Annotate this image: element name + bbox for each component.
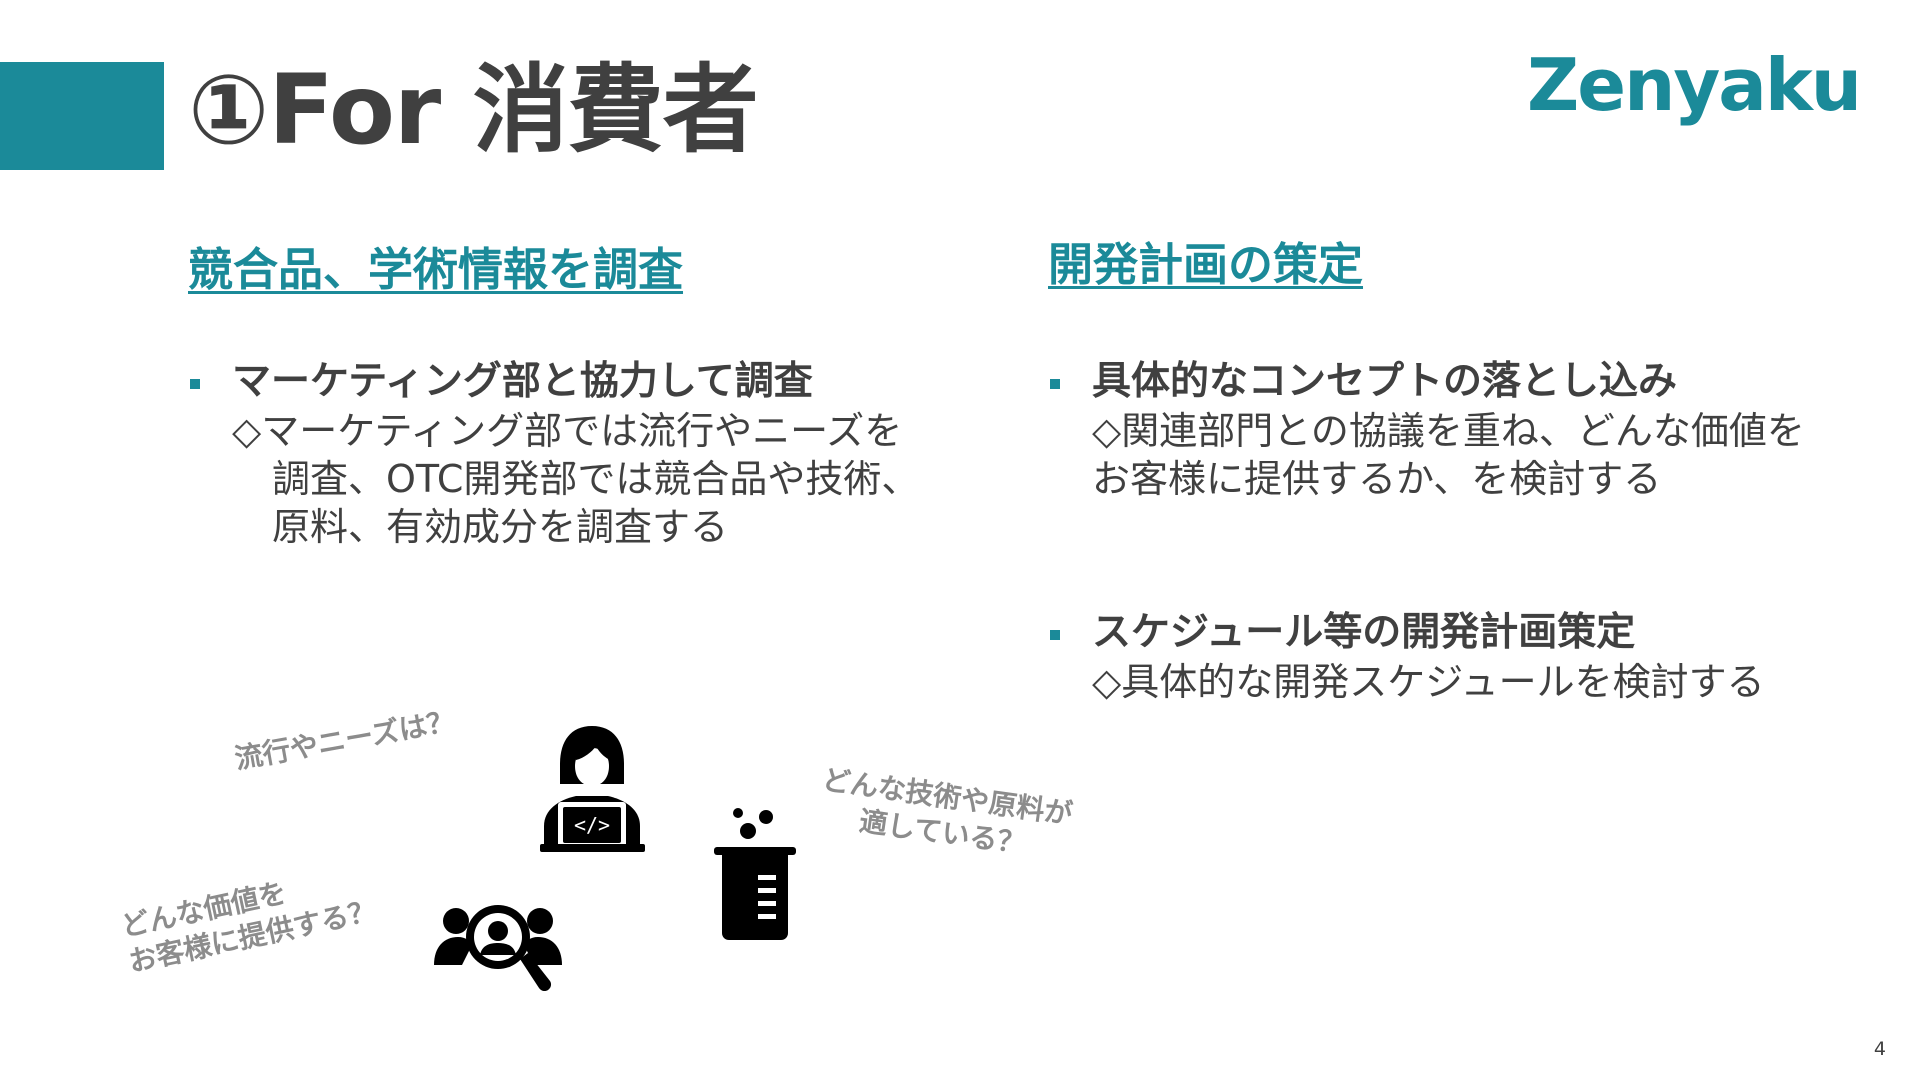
lab-beaker-icon (714, 808, 796, 940)
svg-text:</>: </> (574, 813, 610, 837)
left-heading: 競合品、学術情報を調査 (188, 243, 684, 296)
title-accent-bar (0, 62, 164, 170)
caption-trends: 流行やニーズは？ (232, 704, 458, 776)
caption-value: どんな価値を お客様に提供する？ (118, 858, 379, 981)
page-number: 4 (1873, 1038, 1886, 1060)
company-logo: Zenyaku (1527, 43, 1862, 127)
bullet-title: スケジュール等の開発計画策定 (1092, 610, 1636, 655)
right-heading: 開発計画の策定 (1048, 238, 1364, 291)
bullet-title: 具体的なコンセプトの落とし込み (1092, 359, 1678, 404)
bullet-right-2: スケジュール等の開発計画策定 ◇具体的な開発スケジュールを検討する (1050, 608, 1850, 706)
bullet-line: お客様に提供するか、を検討する (1092, 457, 1662, 501)
caption-tech: どんな技術や原料が 適している？ (815, 762, 1075, 868)
bullet-title: マーケティング部と協力して調査 (232, 359, 813, 404)
page-title: ①For 消費者 (188, 54, 759, 166)
developer-laptop-icon: </> (540, 726, 645, 852)
bullet-line: ◇具体的な開発スケジュールを検討する (1092, 660, 1765, 704)
bullet-line: 原料、有効成分を調査する (272, 505, 729, 549)
bullet-marker (190, 379, 200, 389)
bullet-marker (1050, 379, 1060, 389)
bullet-line: ◇マーケティング部では流行やニーズを (232, 409, 903, 453)
bullet-right-1: 具体的なコンセプトの落とし込み ◇関連部門との協議を重ね、どんな価値を お客様に… (1050, 357, 1850, 503)
bullet-marker (1050, 630, 1060, 640)
user-research-icon (434, 905, 562, 992)
bullet-line: ◇関連部門との協議を重ね、どんな価値を (1092, 409, 1805, 453)
bullet-line: 調査、OTC開発部では競合品や技術、 (272, 457, 920, 501)
bullet-left-1: マーケティング部と協力して調査 ◇マーケティング部では流行やニーズを 調査、OT… (190, 357, 990, 551)
